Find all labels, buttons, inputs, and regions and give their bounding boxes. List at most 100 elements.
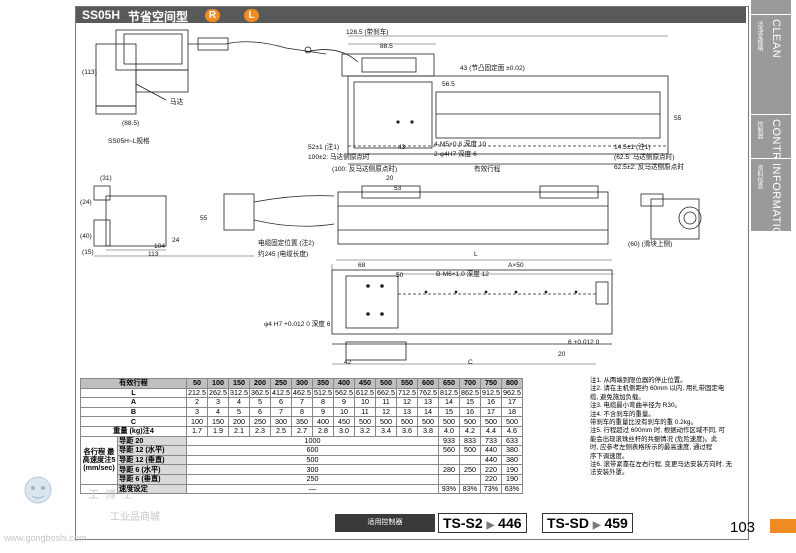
stroke-col: 550	[396, 378, 418, 389]
table-cell: 6	[270, 397, 292, 408]
table-cell: 3.0	[333, 425, 355, 437]
table-cell: 16	[459, 406, 481, 418]
table-cell: 12	[396, 397, 418, 408]
side-tab-information[interactable]: 资料信息 INFORMATION	[751, 158, 791, 245]
dim-53: 53	[394, 185, 402, 192]
row-label: L	[80, 387, 187, 399]
hole-m5: 4-M5×0.8 深度 10	[434, 139, 487, 148]
table-cell: 500	[396, 416, 418, 427]
table-cell: 662.5	[375, 387, 397, 399]
table-cell: 4.2	[459, 425, 481, 437]
dim-C: C	[468, 359, 473, 366]
table-cell: 4.0	[438, 425, 460, 437]
table-cell: 2.5	[270, 425, 292, 437]
dim-55-left: 55	[200, 215, 208, 222]
side-tab-information-cn: 资料信息	[756, 165, 762, 189]
table-cell: 250	[249, 416, 271, 427]
controller-ts-s2[interactable]: TS-S2 ▶ 446	[438, 513, 527, 533]
notes: 注1. 从两端到限位器的停止位置。注2. 请在主机侧距约 60mm 以内, 用扎…	[590, 377, 740, 478]
stroke-col: 450	[354, 378, 376, 389]
model-subtitle: 节省空间型	[128, 10, 189, 24]
tol-52: 52±1 (注1)	[308, 142, 339, 151]
controller-label: 适用控制器	[335, 514, 435, 532]
dim-43-vertical: 43 (节凸固定面 ±0.02)	[460, 63, 525, 72]
table-cell: 10	[333, 406, 355, 418]
table-cell: 500	[354, 416, 376, 427]
table-cell: 380	[501, 454, 523, 466]
arrow-right-icon: ▶	[592, 520, 601, 531]
dim-68: 68	[358, 262, 366, 269]
speed-span-cell: 600	[186, 445, 439, 456]
dim-113-vertical: (113)	[82, 69, 97, 76]
hole-h7-bottom: φ4 H7 +0.012 0 深度 6	[264, 319, 331, 328]
motor-label: 马达	[170, 97, 184, 106]
table-cell: 9	[312, 406, 334, 418]
controller-ts-s2-name: TS-S2	[443, 515, 483, 531]
side-tab-clean-cn: 洁净室规格	[756, 21, 762, 51]
table-cell: 63%	[501, 483, 523, 495]
tol-14-5: 14.5±1 (注1)	[614, 142, 651, 151]
table-cell: 4.4	[480, 425, 502, 437]
note-line: 注3. 电缆最小弯曲半径为 R30。	[590, 402, 681, 410]
dim-56-5: 56.5	[442, 81, 455, 88]
dim-55-right: 55	[674, 115, 682, 122]
side-tab-controller[interactable]: 控制器 CONTROLLER	[751, 114, 791, 199]
controller-ts-sd-name: TS-SD	[547, 515, 589, 531]
table-cell: 3	[186, 406, 208, 418]
table-cell: 3.4	[375, 425, 397, 437]
table-cell	[459, 454, 481, 466]
controller-ts-sd[interactable]: TS-SD ▶ 459	[542, 513, 633, 533]
table-cell	[438, 473, 460, 485]
table-cell: 312.5	[228, 387, 250, 399]
stroke-col: 400	[333, 378, 355, 389]
speed-sub-label: 导距 12 (水平)	[117, 445, 187, 456]
spec-table: 有效行程 50 100 150 200 250 300 350 400 450 …	[80, 378, 523, 495]
note-line: 注2. 请在主机侧距约 60mm 以内, 用扎带固定电	[590, 385, 725, 393]
page-accent-block	[770, 519, 796, 533]
dim-24-bottom: 24	[172, 237, 180, 244]
speed-span-cell: 500	[186, 454, 439, 466]
table-cell: 562.5	[333, 387, 355, 399]
table-cell: 10	[354, 397, 376, 408]
note-line: 时, 应参考左侧表格所示的最高速度, 通过程	[590, 444, 713, 452]
dim-20: 20	[386, 175, 394, 182]
note-line: 带刹车的重量比没有刹车的重 0.2kg。	[590, 419, 697, 427]
speed-sub-label: 导距 6 (水平)	[117, 464, 187, 475]
table-cell: 3.6	[396, 425, 418, 437]
dim-100-motor-origin: (100: 反马达侧原点时)	[332, 164, 397, 173]
speed-span-cell: 250	[186, 473, 439, 485]
dim-113: 113	[148, 251, 159, 258]
table-cell: 12	[375, 406, 397, 418]
table-cell: 450	[333, 416, 355, 427]
side-tab-clean-en: CLEAN	[770, 19, 782, 59]
side-tab-clean[interactable]: 洁净室规格 CLEAN	[751, 14, 791, 115]
note-line: 注1. 从两端到限位器的停止位置。	[590, 377, 687, 384]
table-cell: 440	[480, 454, 502, 466]
table-cell: 2.8	[312, 425, 334, 437]
dim-24: (24)	[80, 199, 92, 206]
table-cell: 93%	[438, 483, 460, 495]
dim-62-5-opposite: 62.5±2: 反马达侧原点时	[614, 162, 684, 171]
dim-L: L	[474, 251, 478, 258]
dim-104: 104	[154, 243, 165, 250]
stroke-col: 600	[417, 378, 439, 389]
table-cell: 4.6	[501, 425, 523, 437]
cable-length-label: 约245 (电缆长度)	[258, 249, 308, 258]
table-cell: 212.5	[186, 387, 208, 399]
table-cell: 1.9	[207, 425, 229, 437]
stroke-col: 200	[249, 378, 271, 389]
table-cell: 712.5	[396, 387, 418, 399]
table-cell: 190	[501, 473, 523, 485]
table-cell: 500	[459, 445, 481, 456]
table-cell: 11	[354, 406, 376, 418]
table-cell: 18	[501, 406, 523, 418]
table-cell: 262.5	[207, 387, 229, 399]
